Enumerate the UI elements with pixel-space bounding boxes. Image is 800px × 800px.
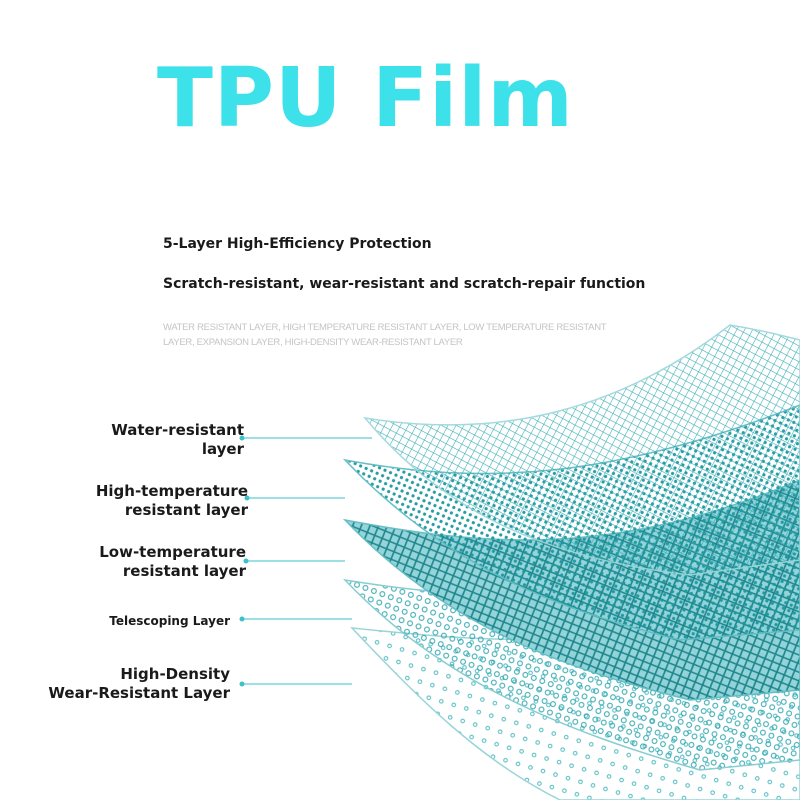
- leader-dots: [239, 435, 250, 687]
- label-low-temperature: Low-temperature resistant layer: [99, 543, 246, 580]
- function-heading: Scratch-resistant, wear-resistant and sc…: [163, 276, 646, 292]
- leader-lines: [242, 437, 372, 685]
- label-water-resistant: Water-resistant layer: [111, 421, 244, 458]
- layers-summary-text: WATER RESISTANT LAYER, HIGH TEMPERATURE …: [163, 322, 607, 348]
- label-telescoping: Telescoping Layer: [109, 614, 230, 628]
- label-high-density: High-Density Wear-Resistant Layer: [48, 665, 230, 702]
- layer-water-resistant: [363, 324, 800, 576]
- label-high-temperature: High-temperature resistant layer: [95, 482, 248, 519]
- page-title: TPU Film: [157, 51, 574, 146]
- protection-heading: 5-Layer High-Efficiency Protection: [163, 236, 432, 252]
